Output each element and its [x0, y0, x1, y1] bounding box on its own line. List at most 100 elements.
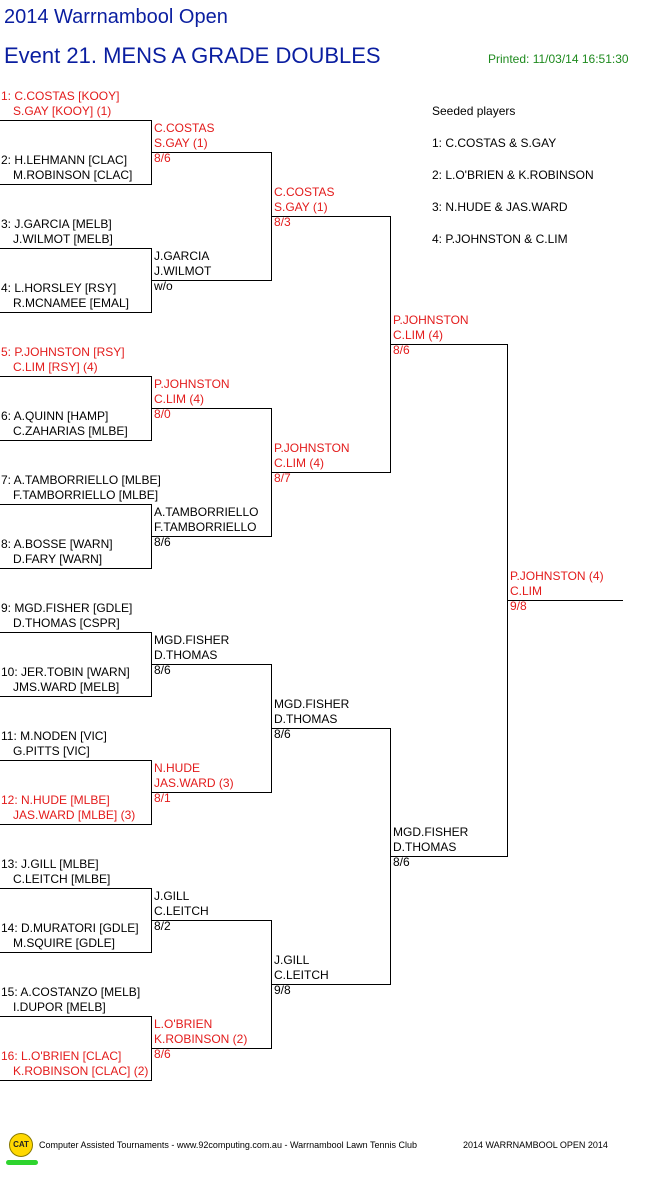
connector [271, 408, 272, 537]
winner-player-2: C.LIM (4) [393, 328, 444, 342]
match-score: 8/6 [274, 727, 291, 741]
entry-player-2: F.TAMBORRIELLO [MLBE] [13, 488, 159, 502]
seed-item: 1: C.COSTAS & S.GAY [432, 136, 557, 150]
connector [271, 664, 272, 793]
connector [271, 920, 272, 1049]
winner-player-1: P.JOHNSTON [393, 313, 469, 327]
match-score: 8/6 [154, 151, 171, 165]
connector-r1 [151, 632, 152, 697]
bracket-line [272, 728, 391, 729]
entry-player-1: 6: A.QUINN [HAMP] [1, 409, 109, 423]
entry-player-1: 7: A.TAMBORRIELLO [MLBE] [1, 473, 161, 487]
entry-player-1: 15: A.COSTANZO [MELB] [1, 985, 141, 999]
entry-player-1: 4: L.HORSLEY [RSY] [1, 281, 117, 295]
winner-player-1: L.O'BRIEN [154, 1017, 213, 1031]
winner-player-2: S.GAY (1) [154, 136, 208, 150]
seed-item: 4: P.JOHNSTON & C.LIM [432, 232, 568, 246]
footer-credit: Computer Assisted Tournaments - www.92co… [39, 1140, 418, 1150]
bracket-line [152, 152, 271, 153]
winner-player-2: C.LIM (4) [274, 456, 325, 470]
match-score: w/o [154, 279, 173, 293]
entry-line [0, 312, 151, 313]
bracket-line [152, 408, 271, 409]
tournament-title: 2014 Warrnambool Open [4, 6, 228, 28]
bracket-line [152, 664, 271, 665]
bracket-line [272, 216, 391, 217]
winner-player-1: P.JOHNSTON [274, 441, 350, 455]
entry-line [0, 248, 151, 249]
match-score: 8/2 [154, 919, 171, 933]
entry-line [0, 696, 151, 697]
connector-r1 [151, 504, 152, 569]
event-title: Event 21. MENS A GRADE DOUBLES [4, 43, 381, 68]
entry-player-2: J.WILMOT [MELB] [13, 232, 113, 246]
connector [390, 216, 391, 473]
entry-line [0, 504, 151, 505]
logo-underline [6, 1160, 38, 1165]
entry-player-2: I.DUPOR [MELB] [13, 1000, 106, 1014]
winner-player-1: J.GILL [154, 889, 190, 903]
winner-player-2: JAS.WARD (3) [154, 776, 234, 790]
connector [507, 344, 508, 857]
winner-player-1: MGD.FISHER [154, 633, 230, 647]
bracket-line [152, 920, 271, 921]
entry-line [0, 568, 151, 569]
entry-player-2: D.THOMAS [CSPR] [13, 616, 120, 630]
match-score: 8/7 [274, 471, 291, 485]
connector-r1 [151, 120, 152, 185]
winner-player-1: P.JOHNSTON [154, 377, 230, 391]
entry-player-2: G.PITTS [VIC] [13, 744, 90, 758]
winner-player-1: J.GARCIA [154, 249, 210, 263]
entry-player-1: 2: H.LEHMANN [CLAC] [1, 153, 128, 167]
bracket-line [152, 280, 271, 281]
bracket-line [152, 536, 271, 537]
entry-player-1: 3: J.GARCIA [MELB] [1, 217, 112, 231]
winner-player-2: C.LEITCH [154, 904, 209, 918]
match-score: 8/6 [393, 855, 410, 869]
bracket-line [391, 856, 507, 857]
entry-line [0, 952, 151, 953]
match-score: 8/0 [154, 407, 171, 421]
bracket-line [152, 792, 271, 793]
entry-player-2: JMS.WARD [MELB] [13, 680, 120, 694]
champion-player-1: P.JOHNSTON (4) [510, 569, 604, 583]
entry-line [0, 824, 151, 825]
bracket-line [152, 1048, 271, 1049]
entry-player-1: 5: P.JOHNSTON [RSY] [1, 345, 125, 359]
entry-player-2: M.SQUIRE [GDLE] [13, 936, 116, 950]
entry-player-2: M.ROBINSON [CLAC] [13, 168, 133, 182]
entry-player-1: 8: A.BOSSE [WARN] [1, 537, 113, 551]
seeded-players-title: Seeded players [432, 104, 516, 118]
winner-player-1: A.TAMBORRIELLO [154, 505, 259, 519]
winner-player-1: MGD.FISHER [274, 697, 350, 711]
winner-player-2: F.TAMBORRIELLO [154, 520, 257, 534]
match-score: 8/6 [154, 663, 171, 677]
match-score: 8/6 [154, 1047, 171, 1061]
entry-line [0, 184, 151, 185]
champion-line [508, 600, 623, 601]
entry-line [0, 1080, 151, 1081]
entry-player-2: D.FARY [WARN] [13, 552, 103, 566]
winner-player-2: C.LEITCH [274, 968, 329, 982]
winner-player-1: MGD.FISHER [393, 825, 469, 839]
winner-player-2: J.WILMOT [154, 264, 212, 278]
printed-timestamp: Printed: 11/03/14 16:51:30 [488, 52, 629, 66]
match-score: 9/8 [274, 983, 291, 997]
bracket-line [272, 984, 391, 985]
winner-player-1: N.HUDE [154, 761, 201, 775]
seed-item: 2: L.O'BRIEN & K.ROBINSON [432, 168, 594, 182]
winner-player-2: D.THOMAS [154, 648, 218, 662]
winner-player-2: K.ROBINSON (2) [154, 1032, 248, 1046]
entry-line [0, 1016, 151, 1017]
entry-player-2: JAS.WARD [MLBE] (3) [13, 808, 136, 822]
winner-player-2: C.LIM (4) [154, 392, 205, 406]
entry-player-1: 11: M.NODEN [VIC] [1, 729, 107, 743]
match-score: 8/6 [393, 343, 410, 357]
winner-player-2: S.GAY (1) [274, 200, 328, 214]
winner-player-2: D.THOMAS [274, 712, 338, 726]
entry-player-1: 10: JER.TOBIN [WARN] [1, 665, 130, 679]
connector-r1 [151, 376, 152, 441]
connector [390, 728, 391, 985]
connector-r1 [151, 1016, 152, 1081]
entry-player-1: 9: MGD.FISHER [GDLE] [1, 601, 133, 615]
